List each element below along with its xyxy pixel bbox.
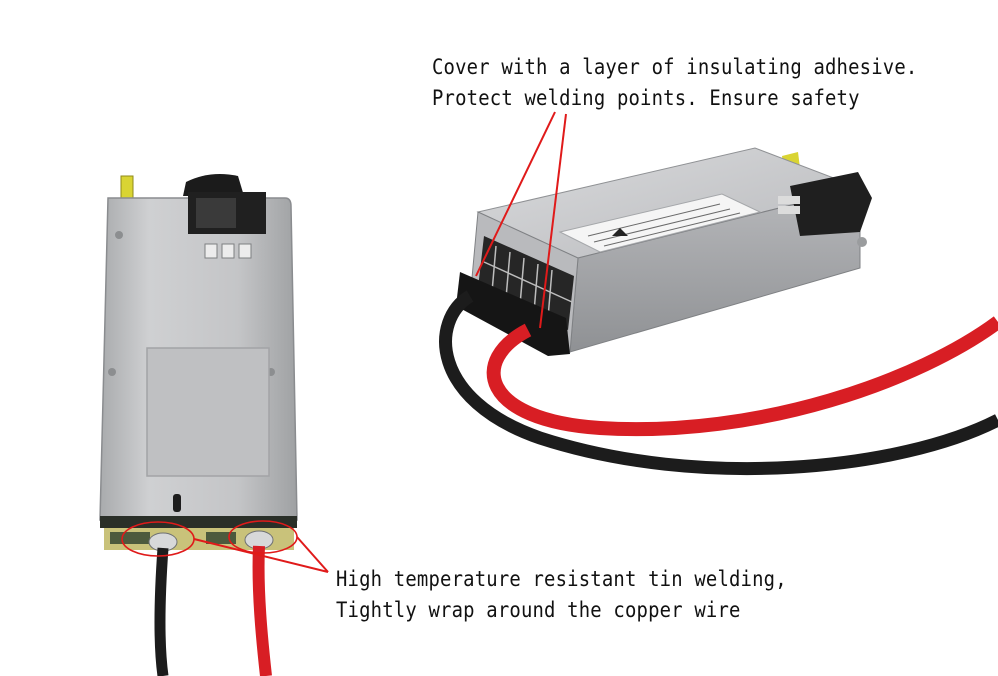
callout-lines <box>193 111 567 573</box>
left-power-supply <box>99 174 298 676</box>
annotation-bottom-line-2: Tightly wrap around the copper wire <box>336 598 741 622</box>
annotation-bottom-line-1: High temperature resistant tin welding, <box>336 567 787 591</box>
annotation-bottom: High temperature resistant tin welding, … <box>336 564 787 626</box>
annotation-top-line-1: Cover with a layer of insulating adhesiv… <box>432 55 918 79</box>
right-power-supply <box>439 147 998 476</box>
annotation-top-line-2: Protect welding points. Ensure safety <box>432 86 860 110</box>
annotation-top: Cover with a layer of insulating adhesiv… <box>432 52 917 114</box>
